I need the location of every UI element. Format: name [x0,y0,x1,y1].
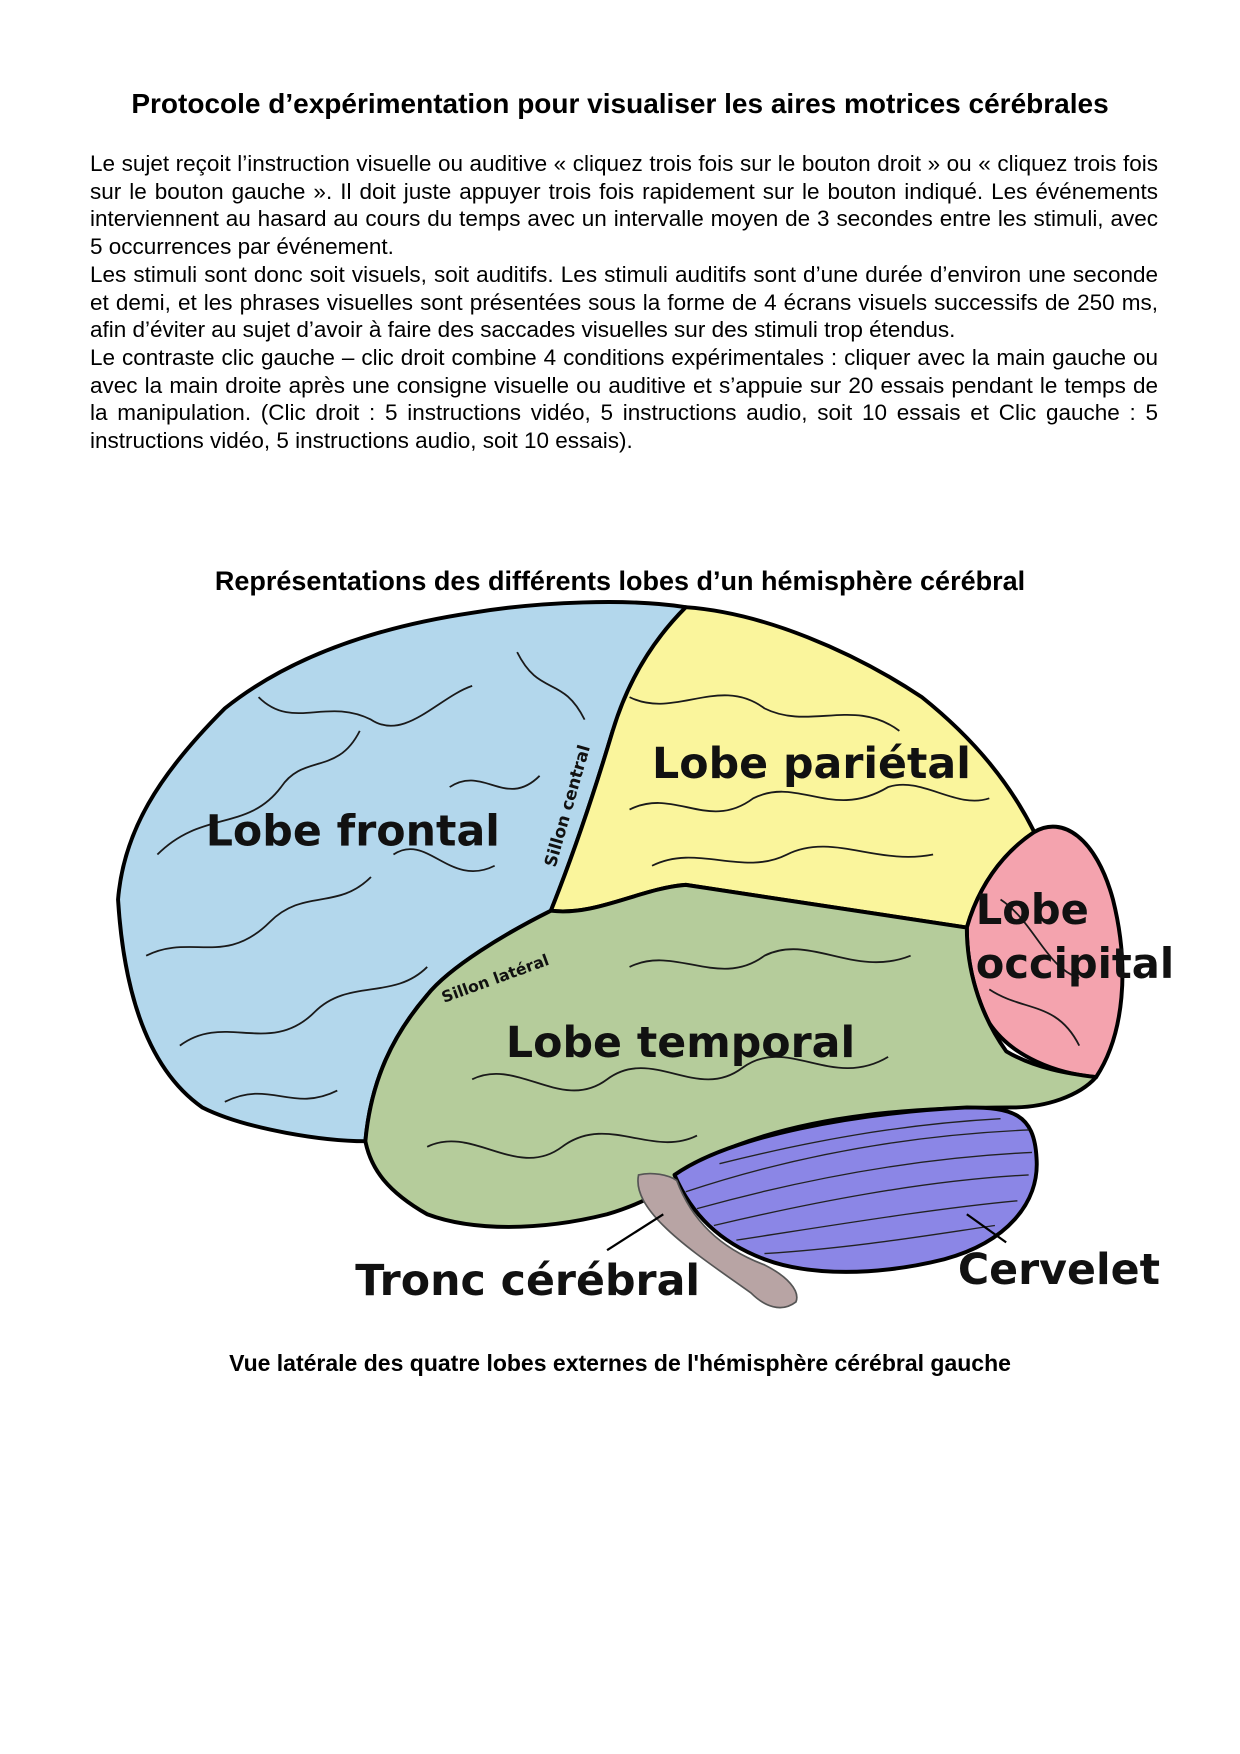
cerebellum-folia [685,1118,1033,1255]
cerebellum-label: Cervelet [958,1245,1160,1295]
paragraph: Le contraste clic gauche – clic droit co… [90,344,1158,454]
protocol-text: Le sujet reçoit l’instruction visuelle o… [90,150,1158,455]
brainstem-label: Tronc cérébral [355,1256,700,1306]
parietal-lobe-label: Lobe pariétal [652,739,971,789]
brainstem-pointer [606,1213,664,1252]
paragraph: Les stimuli sont donc soit visuels, soit… [90,261,1158,343]
paragraph: Le sujet reçoit l’instruction visuelle o… [90,151,1158,260]
brainstem [637,1172,798,1309]
temporal-lobe-label: Lobe temporal [506,1018,855,1068]
page-title: Protocole d’expérimentation pour visuali… [131,88,1109,119]
cerebellum-pointer [966,1213,1007,1244]
gyri [145,651,1081,1159]
occipital-lobe-label-2: occipital [976,939,1174,988]
frontal-lobe-label: Lobe frontal [206,807,500,857]
figure-title: Représentations des différents lobes d’u… [214,566,1026,596]
occipital-lobe-label: Lobe [976,885,1089,934]
parietal-temporal-boundary [685,883,967,929]
cerebellum [672,1105,1039,1274]
figure-caption: Vue latérale des quatre lobes externes d… [229,1350,1011,1376]
